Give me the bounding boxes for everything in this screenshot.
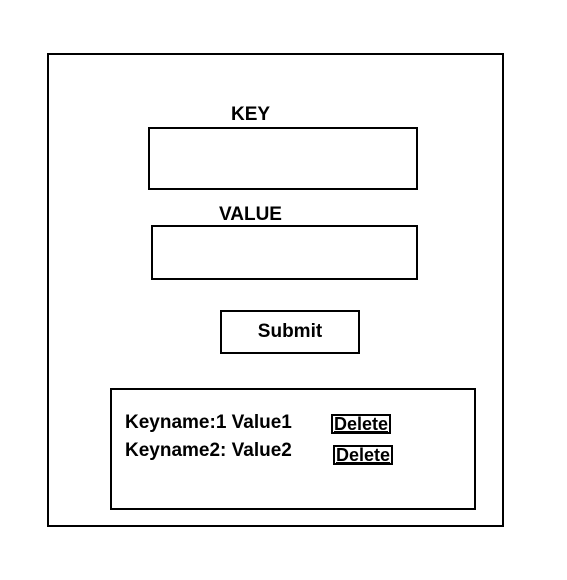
delete-button-1[interactable]: Delete [331,414,392,434]
key-input[interactable] [148,127,418,190]
key-label: KEY [231,104,271,125]
app-frame [47,53,504,527]
value-label: VALUE [219,204,282,225]
list-item-text: Keyname:1 Value1 [125,412,292,433]
entries-list [110,388,476,510]
list-item-text: Keyname2: Value2 [125,440,292,461]
submit-button[interactable]: Submit [220,310,360,354]
delete-button-2[interactable]: Delete [333,445,394,465]
value-input[interactable] [151,225,418,280]
